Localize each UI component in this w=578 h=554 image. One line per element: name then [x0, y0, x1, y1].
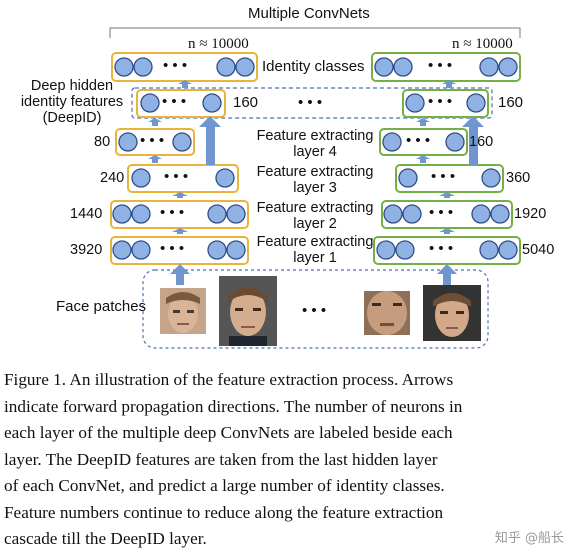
right-identity-dots: • • • — [428, 57, 453, 74]
layer4-label: Feature extracting layer 4 — [245, 128, 385, 160]
caption-line-5: of each ConvNet, and predict a large num… — [4, 476, 445, 495]
deepid-label: Deep hidden identity features (DeepID) — [2, 78, 142, 126]
left-layer2-count: 1440 — [70, 206, 103, 222]
layer4-label-line2: layer 4 — [293, 144, 337, 160]
right-layer2-dots: • • • — [429, 204, 454, 221]
center-dots: • • • — [298, 94, 323, 111]
face-patch-2-image — [219, 276, 277, 346]
deepid-dashed-box — [131, 87, 493, 119]
left-layer4-count: 80 — [94, 134, 111, 150]
caption-line-7: cascade till the DeepID layer. — [4, 529, 207, 548]
layer1-label: Feature extracting layer 1 — [245, 234, 385, 266]
right-layer4-dots: • • • — [406, 132, 431, 149]
right-layer1-count: 5040 — [522, 242, 555, 258]
layer3-label: Feature extracting layer 3 — [245, 164, 385, 196]
layer2-label-line1: Feature extracting — [256, 200, 374, 216]
identity-classes-label: Identity classes — [262, 58, 365, 75]
left-deepid-count: 160 — [233, 94, 259, 111]
right-n-label: n ≈ 10000 — [452, 36, 513, 52]
layer2-label-line2: layer 2 — [293, 216, 337, 232]
deepid-label-line1: Deep hidden — [30, 78, 114, 94]
left-identity-dots: • • • — [163, 57, 188, 74]
left-arrows — [148, 80, 221, 285]
left-layer1-dots: • • • — [160, 240, 185, 257]
layer1-label-line1: Feature extracting — [256, 234, 374, 250]
diagram-title: Multiple ConvNets — [248, 5, 370, 22]
layer4-label-line1: Feature extracting — [256, 128, 374, 144]
left-layer3-dots: • • • — [164, 168, 189, 185]
right-layer2-count: 1920 — [514, 206, 547, 222]
left-layer4 — [115, 128, 195, 156]
right-layer4-count: 160 — [469, 134, 494, 150]
face-patch-4-image — [423, 285, 481, 341]
caption-line-4: layer. The DeepID features are taken fro… — [4, 449, 438, 469]
left-layer1-count: 3920 — [70, 242, 103, 258]
face-patch-3-image — [364, 291, 410, 335]
left-deepid-layer — [136, 89, 226, 118]
right-deepid-count: 160 — [498, 94, 524, 111]
right-arrows — [416, 80, 484, 285]
face-patches-dashed-box — [142, 269, 489, 349]
right-layer4 — [379, 128, 468, 156]
right-deepid-dots: • • • — [428, 93, 453, 110]
right-layer3-dots: • • • — [431, 168, 456, 185]
caption-line-1: Figure 1. An illustration of the feature… — [4, 370, 454, 389]
left-layer2-dots: • • • — [160, 204, 185, 221]
caption-line-6: Feature numbers continue to reduce along… — [4, 502, 444, 522]
left-layer1 — [110, 236, 249, 265]
right-layer3-count: 360 — [506, 170, 531, 186]
caption-line-2: indicate forward propagation directions.… — [4, 396, 463, 416]
face-patches-label: Face patches — [56, 298, 147, 315]
layer1-label-line2: layer 1 — [293, 250, 337, 266]
left-layer4-dots: • • • — [140, 132, 165, 149]
layer3-label-line2: layer 3 — [293, 180, 337, 196]
right-identity-layer — [371, 52, 521, 82]
left-layer3 — [127, 164, 239, 193]
layer3-label-line1: Feature extracting — [256, 164, 374, 180]
left-deepid-dots: • • • — [162, 93, 187, 110]
figure-caption: Figure 1. An illustration of the feature… — [4, 367, 575, 553]
convnet-diagram — [109, 27, 521, 349]
left-n-label: n ≈ 10000 — [188, 36, 249, 52]
face-patches-dots: • • • — [302, 302, 327, 319]
right-deepid-layer — [402, 89, 489, 118]
left-layer2 — [110, 200, 249, 229]
deepid-label-line2: identity features — [20, 94, 124, 110]
layer2-label: Feature extracting layer 2 — [245, 200, 385, 232]
right-layer2 — [381, 200, 513, 229]
convnets-bracket — [109, 27, 521, 38]
right-layer1-dots: • • • — [429, 240, 454, 257]
left-layer3-count: 240 — [100, 170, 125, 186]
caption-line-3: each layer of the multiple deep ConvNets… — [4, 423, 453, 442]
face-patch-1-image — [160, 288, 206, 334]
right-layer3 — [395, 164, 504, 193]
deepid-label-line3: (DeepID) — [42, 110, 102, 126]
watermark: 知乎 @船长 — [494, 531, 564, 546]
